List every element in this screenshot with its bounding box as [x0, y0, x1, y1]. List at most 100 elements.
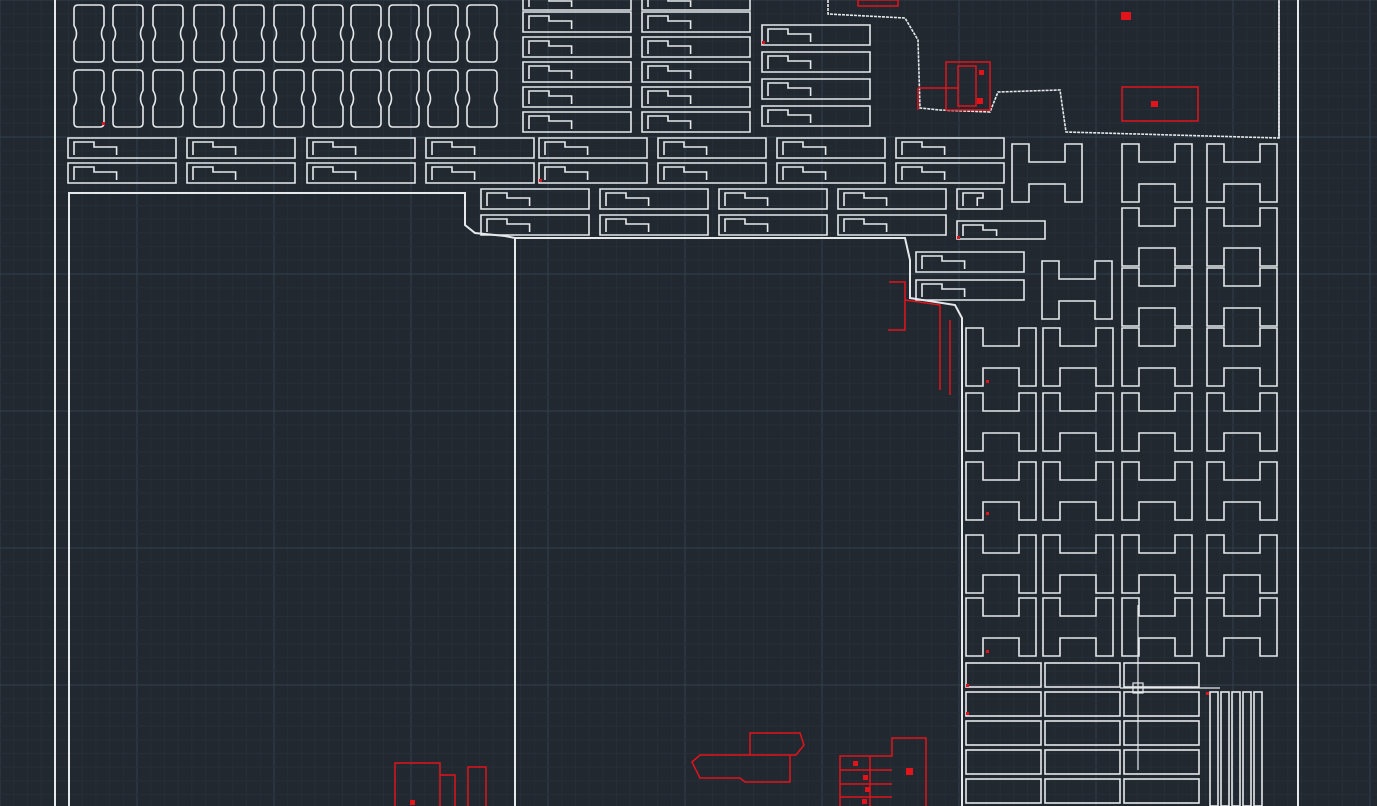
h-building[interactable]	[1206, 461, 1278, 521]
notched-building[interactable]	[73, 4, 105, 63]
notched-building[interactable]	[388, 69, 420, 128]
notched-building[interactable]	[388, 4, 420, 63]
stepped-building[interactable]	[425, 137, 535, 159]
rect-buildings[interactable]	[965, 662, 1263, 806]
stepped-building[interactable]	[425, 162, 535, 184]
h-building[interactable]	[1206, 597, 1278, 657]
stepped-building[interactable]	[538, 162, 648, 184]
stepped-building[interactable]	[67, 162, 177, 184]
h-building[interactable]	[1206, 534, 1278, 594]
stepped-building[interactable]	[522, 0, 632, 11]
stepped-building[interactable]	[641, 61, 751, 83]
stepped-building[interactable]	[761, 51, 871, 73]
stepped-building[interactable]	[915, 251, 1025, 273]
red-features[interactable]	[394, 0, 1199, 806]
step-buildings[interactable]	[67, 0, 1046, 301]
notched-building[interactable]	[233, 4, 265, 63]
stepped-building[interactable]	[761, 78, 871, 100]
h-building[interactable]	[1121, 461, 1193, 521]
h-building[interactable]	[1206, 392, 1278, 452]
stepped-building[interactable]	[776, 137, 886, 159]
h-building[interactable]	[1042, 597, 1114, 657]
rect-building[interactable]	[1044, 662, 1121, 688]
notched-building[interactable]	[193, 69, 225, 128]
stepped-building[interactable]	[641, 111, 751, 133]
notched-building[interactable]	[273, 4, 305, 63]
h-building[interactable]	[965, 597, 1037, 657]
stepped-building[interactable]	[718, 188, 828, 210]
h-building[interactable]	[1206, 267, 1278, 327]
h-building[interactable]	[1042, 327, 1114, 387]
h-building[interactable]	[965, 534, 1037, 594]
stepped-building[interactable]	[895, 162, 1005, 184]
stepped-building[interactable]	[641, 36, 751, 58]
rect-building[interactable]	[1123, 662, 1200, 688]
notched-building[interactable]	[112, 69, 144, 128]
stepped-building[interactable]	[67, 137, 177, 159]
narrow-building[interactable]	[1220, 691, 1230, 806]
stepped-building[interactable]	[895, 137, 1005, 159]
stepped-building[interactable]	[186, 162, 296, 184]
notched-building[interactable]	[466, 69, 498, 128]
h-building[interactable]	[1042, 461, 1114, 521]
rect-building[interactable]	[965, 778, 1042, 804]
stepped-building[interactable]	[837, 188, 947, 210]
stepped-building[interactable]	[776, 162, 886, 184]
building-row-top-2[interactable]	[73, 69, 498, 128]
h-building[interactable]	[1206, 327, 1278, 387]
stepped-building[interactable]	[522, 86, 632, 108]
stepped-building[interactable]	[522, 61, 632, 83]
narrow-building[interactable]	[1253, 691, 1263, 806]
h-building[interactable]	[1121, 327, 1193, 387]
notched-building[interactable]	[350, 4, 382, 63]
notched-building[interactable]	[193, 4, 225, 63]
stepped-building[interactable]	[480, 188, 590, 210]
stepped-building[interactable]	[956, 188, 1003, 210]
h-building[interactable]	[1042, 392, 1114, 452]
narrow-building[interactable]	[1242, 691, 1252, 806]
stepped-building[interactable]	[522, 111, 632, 133]
h-building[interactable]	[965, 327, 1037, 387]
stepped-building[interactable]	[538, 137, 648, 159]
stepped-building[interactable]	[641, 86, 751, 108]
stepped-building[interactable]	[522, 11, 632, 33]
stepped-building[interactable]	[915, 279, 1025, 301]
rect-building[interactable]	[1123, 749, 1200, 775]
stepped-building[interactable]	[641, 0, 751, 11]
stepped-building[interactable]	[186, 137, 296, 159]
h-building[interactable]	[1206, 143, 1278, 203]
rect-building[interactable]	[1123, 778, 1200, 804]
rect-building[interactable]	[965, 691, 1042, 717]
rect-building[interactable]	[965, 720, 1042, 746]
notched-building[interactable]	[427, 69, 459, 128]
notched-building[interactable]	[273, 69, 305, 128]
h-building[interactable]	[1121, 392, 1193, 452]
stepped-building[interactable]	[657, 162, 767, 184]
narrow-building[interactable]	[1231, 691, 1241, 806]
h-building[interactable]	[1121, 534, 1193, 594]
rect-building[interactable]	[1044, 691, 1121, 717]
narrow-building[interactable]	[1209, 691, 1219, 806]
rect-building[interactable]	[965, 662, 1042, 688]
h-building[interactable]	[1042, 534, 1114, 594]
irregular-boundary-top-right[interactable]	[827, 0, 1280, 139]
stepped-building[interactable]	[761, 24, 871, 46]
stepped-building[interactable]	[306, 162, 416, 184]
notched-building[interactable]	[233, 69, 265, 128]
stepped-building[interactable]	[657, 137, 767, 159]
site-boundary[interactable]	[54, 0, 1299, 806]
stepped-building[interactable]	[599, 188, 709, 210]
rect-building[interactable]	[1123, 720, 1200, 746]
notched-building[interactable]	[152, 4, 184, 63]
stepped-building[interactable]	[837, 214, 947, 236]
stepped-building[interactable]	[956, 220, 1046, 240]
notched-building[interactable]	[350, 69, 382, 128]
rect-building[interactable]	[1044, 778, 1121, 804]
rect-building[interactable]	[1044, 720, 1121, 746]
building-row-top-1[interactable]	[73, 4, 498, 63]
stepped-building[interactable]	[761, 105, 871, 127]
h-building[interactable]	[1041, 260, 1113, 320]
h-building[interactable]	[965, 461, 1037, 521]
